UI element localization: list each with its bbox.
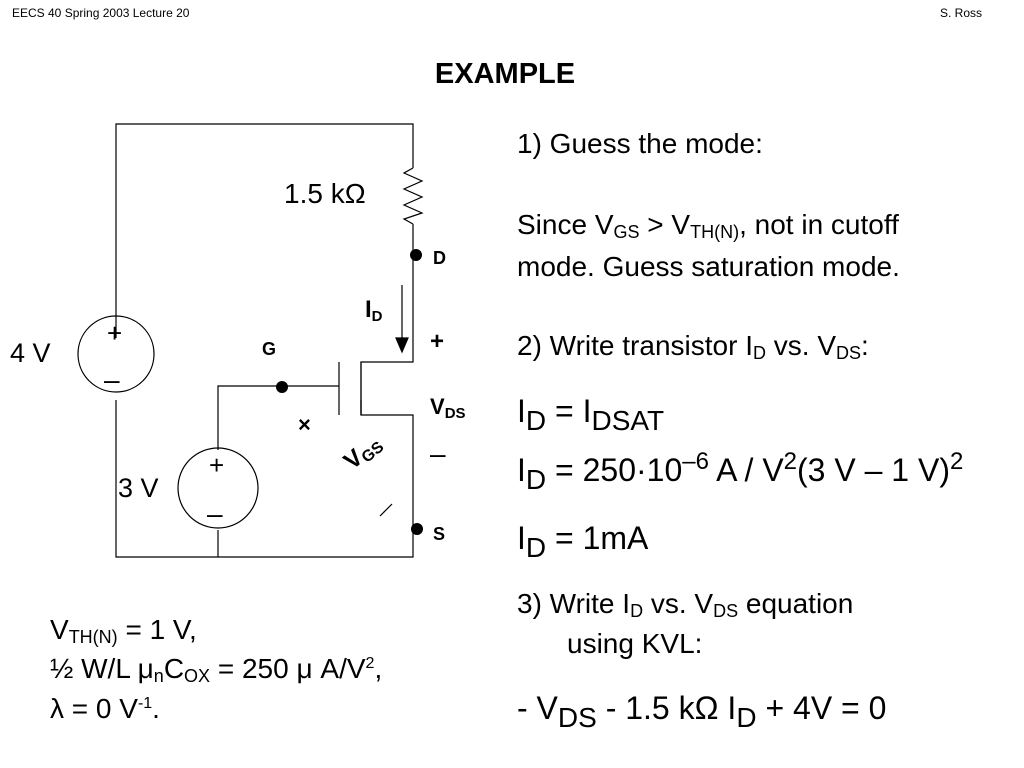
wire-top — [115, 123, 414, 338]
equation-2: ID = 250·10–6 A / V2(3 V – 1 V)2 — [517, 448, 964, 495]
source-3v-circle — [177, 447, 259, 529]
vds-label: VDS — [430, 394, 466, 422]
header-right: S. Ross — [940, 6, 983, 20]
step2-title: 2) Write transistor ID vs. VDS: — [517, 330, 869, 363]
param-lambda: λ = 0 V-1. — [50, 693, 160, 724]
circuit-diagram — [77, 123, 424, 558]
step3-line1: 3) Write ID vs. VDS equation — [517, 588, 854, 621]
equation-3: ID = 1mA — [517, 520, 649, 563]
id-label: ID — [365, 296, 383, 325]
wire-gate — [217, 385, 339, 450]
wire-drain — [360, 254, 414, 415]
node-d-dot — [410, 249, 422, 261]
wire-bottom — [115, 400, 414, 558]
slide-title: EXAMPLE — [434, 58, 576, 90]
current-arrow — [395, 337, 409, 354]
step1-line1: Since VGS > VTH(N), not in cutoff — [517, 209, 899, 242]
resistor-symbol — [402, 167, 424, 225]
source-4v-plus: + — [107, 318, 123, 348]
vds-minus: – — [430, 438, 446, 469]
source-4v-circle — [77, 315, 155, 393]
source-3v-plus: + — [209, 450, 225, 480]
resistor-label: 1.5 kΩ — [284, 178, 366, 209]
vds-plus: + — [430, 328, 445, 355]
vgs-plus: × — [298, 412, 311, 437]
param-k: ½ W/L μnCOX = 250 μ A/V2, — [50, 653, 383, 686]
param-vth: VTH(N) = 1 V, — [50, 614, 197, 647]
node-s-label: S — [433, 524, 446, 544]
equation-4: - VDS - 1.5 kΩ ID + 4V = 0 — [517, 690, 887, 733]
step1-line2: mode. Guess saturation mode. — [517, 251, 900, 282]
header-left: EECS 40 Spring 2003 Lecture 20 — [12, 6, 190, 20]
source-4v-minus: – — [104, 364, 120, 395]
step1-title: 1) Guess the mode: — [517, 128, 763, 159]
source-4v-label: 4 V — [10, 338, 51, 368]
node-s-dot — [411, 523, 423, 535]
node-g-label: G — [262, 339, 277, 359]
source-3v-minus: – — [207, 498, 223, 529]
node-d-label: D — [433, 248, 446, 268]
step3-line2: using KVL: — [567, 628, 703, 659]
equation-1: ID = IDSAT — [517, 393, 665, 436]
node-g-dot — [276, 381, 288, 393]
source-3v-label: 3 V — [118, 473, 159, 503]
